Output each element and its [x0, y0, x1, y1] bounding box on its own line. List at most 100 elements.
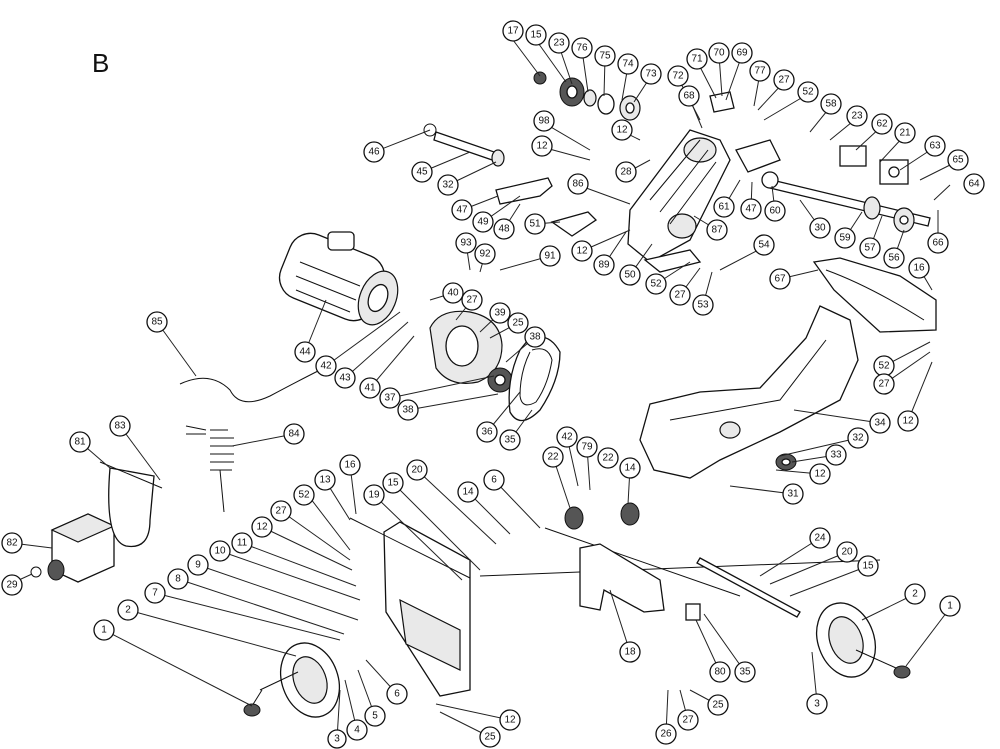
callout-bubble: 12 [611, 119, 633, 141]
callout-bubble: 22 [542, 446, 564, 468]
callout-number: 25 [484, 732, 496, 743]
cover-plate [550, 211, 598, 237]
callout-bubble: 51 [524, 213, 546, 235]
callout-bubble: 73 [640, 63, 662, 85]
callout-bubble: 62 [871, 113, 893, 135]
callout-bubble: 85 [146, 311, 168, 333]
callout-bubble: 37 [379, 387, 401, 409]
callout-bubble: 91 [539, 245, 561, 267]
callout-number: 1 [947, 601, 953, 612]
callout-number: 25 [712, 700, 724, 711]
arbor-arm-assembly [627, 129, 731, 273]
callout-number: 14 [462, 487, 474, 498]
callout-bubble: 27 [669, 284, 691, 306]
callout-bubble: 27 [270, 500, 292, 522]
callout-number: 16 [344, 460, 356, 471]
right-handwheel [816, 602, 911, 679]
callout-bubble: 79 [576, 436, 598, 458]
callout-bubble: 14 [619, 457, 641, 479]
callout-bubble: 25 [479, 726, 501, 748]
callout-bubble: 21 [894, 122, 916, 144]
callout-number: 12 [504, 715, 516, 726]
callout-number: 30 [814, 223, 826, 234]
callout-number: 76 [576, 43, 588, 54]
callout-number: 40 [447, 288, 459, 299]
callout-number: 16 [913, 263, 925, 274]
callout-number: 33 [830, 450, 842, 461]
callout-bubble: 20 [406, 459, 428, 481]
shaft [423, 123, 505, 167]
callout-number: 86 [572, 179, 584, 190]
callout-bubble: 42 [556, 426, 578, 448]
callout-bubble: 27 [677, 709, 699, 731]
callout-number: 52 [298, 490, 310, 501]
left-handwheel [243, 642, 340, 718]
callout-bubble: 92 [474, 243, 496, 265]
callout-bubble: 38 [524, 326, 546, 348]
callout-number: 67 [774, 274, 786, 285]
callout-bubble: 72 [667, 65, 689, 87]
callout-bubble: 76 [571, 37, 593, 59]
callout-bubble: 12 [251, 516, 273, 538]
callout-bubble: 49 [472, 211, 494, 233]
bearing-bracket [839, 145, 909, 185]
callout-number: 9 [195, 560, 201, 571]
callout-number: 56 [888, 253, 900, 264]
callout-number: 23 [851, 111, 863, 122]
callout-number: 31 [787, 489, 799, 500]
callout-number: 15 [862, 561, 874, 572]
callout-number: 42 [320, 361, 332, 372]
callout-bubble: 30 [809, 217, 831, 239]
callout-bubble: 1 [93, 619, 115, 641]
callout-number: 36 [481, 427, 493, 438]
callout-bubble: 12 [571, 240, 593, 262]
callout-bubble: 9 [187, 554, 209, 576]
callout-bubble: 29 [1, 574, 23, 596]
motor [278, 231, 399, 326]
callout-number: 61 [718, 202, 730, 213]
callout-number: 92 [479, 249, 491, 260]
callout-number: 12 [902, 416, 914, 427]
callout-number: 18 [624, 647, 636, 658]
callout-number: 81 [74, 437, 86, 448]
callout-bubble: 38 [397, 399, 419, 421]
callout-number: 51 [529, 219, 541, 230]
callout-bubble: 22 [597, 447, 619, 469]
callout-number: 75 [599, 51, 611, 62]
section-label: B [92, 48, 110, 78]
callout-number: 5 [372, 711, 378, 722]
callout-number: 2 [912, 589, 918, 600]
callout-number: 13 [319, 475, 331, 486]
callout-number: 72 [672, 71, 684, 82]
callout-number: 7 [152, 588, 158, 599]
callout-bubble: 23 [548, 32, 570, 54]
callout-bubble: 10 [209, 540, 231, 562]
callout-bubble: 74 [617, 53, 639, 75]
callout-bubble: 25 [507, 312, 529, 334]
callout-number: 24 [814, 533, 826, 544]
callout-bubble: 89 [593, 254, 615, 276]
callout-number: 11 [237, 538, 248, 549]
callout-number: 52 [878, 361, 890, 372]
callout-bubble: 8 [167, 568, 189, 590]
callout-bubble: 2 [117, 599, 139, 621]
callout-bubble: 20 [836, 541, 858, 563]
callout-bubble: 43 [334, 367, 356, 389]
callout-bubble: 17 [502, 20, 524, 42]
callout-number: 71 [691, 54, 703, 65]
power-cords [179, 369, 321, 513]
callout-bubble: 5 [364, 705, 386, 727]
callout-bubble: 64 [963, 173, 985, 195]
callout-bubble: 16 [339, 454, 361, 476]
callout-bubble: 34 [869, 412, 891, 434]
callout-number: 80 [714, 667, 726, 678]
callout-number: 32 [852, 433, 864, 444]
callout-bubble: 93 [455, 232, 477, 254]
callout-bubble: 27 [773, 69, 795, 91]
callout-bubble: 42 [315, 355, 337, 377]
callout-number: 79 [581, 442, 593, 453]
callout-number: 12 [536, 141, 548, 152]
callout-bubble: 82 [1, 532, 23, 554]
small-pulley [775, 453, 797, 471]
callout-bubble: 63 [924, 135, 946, 157]
